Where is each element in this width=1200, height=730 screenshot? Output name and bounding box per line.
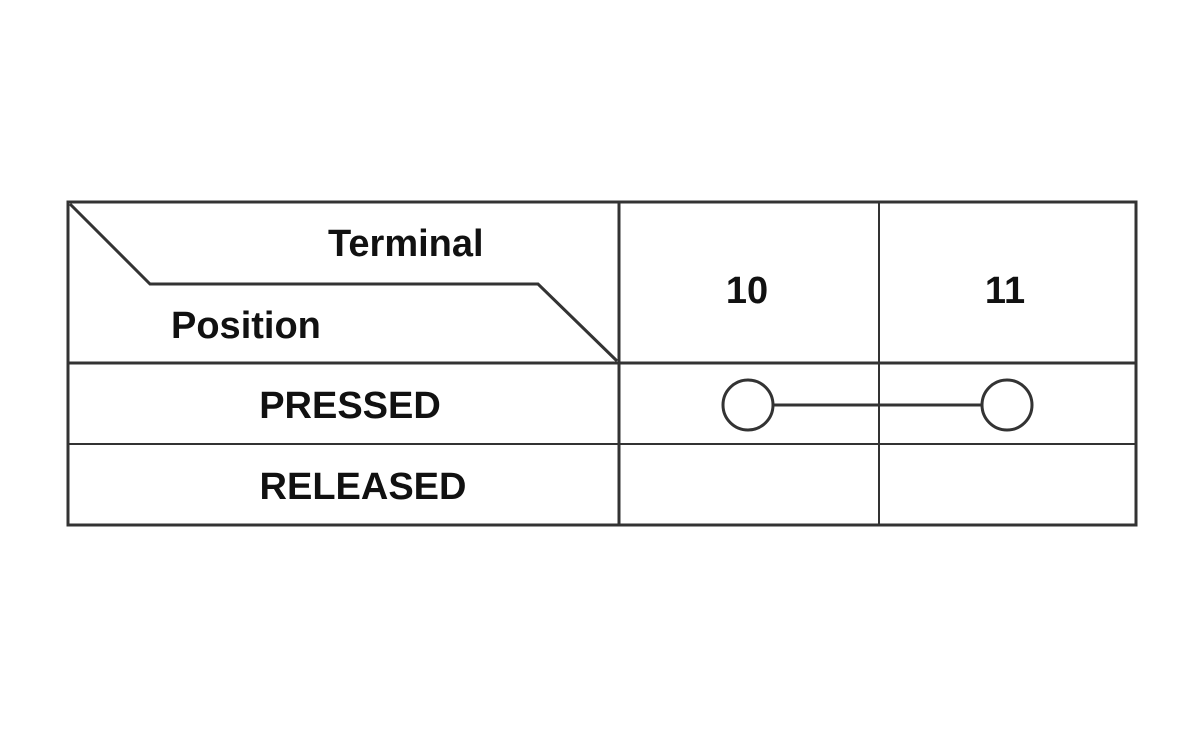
position-released-label: RELEASED	[260, 466, 467, 508]
terminal-10-circle-icon	[721, 378, 775, 432]
terminal-10-header: 10	[726, 270, 768, 312]
terminal-11-circle-icon	[980, 378, 1034, 432]
header-diagonal-split	[68, 202, 619, 363]
continuity-connection-pressed	[721, 378, 1034, 432]
terminal-header-label: Terminal	[328, 223, 484, 265]
position-header-label: Position	[171, 305, 321, 347]
terminal-11-header: 11	[985, 270, 1025, 312]
position-pressed-label: PRESSED	[259, 385, 441, 427]
